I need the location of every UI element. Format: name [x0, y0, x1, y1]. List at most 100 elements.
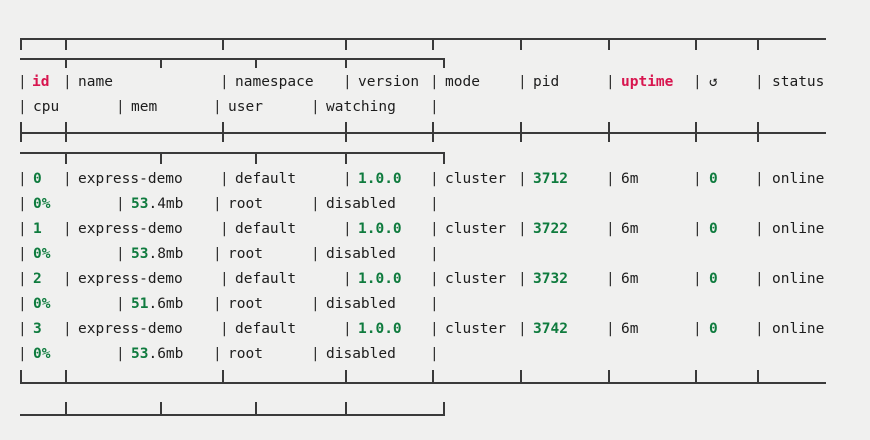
cell-name[interactable]: express-demo — [78, 171, 183, 187]
bottom-border-tick — [345, 370, 347, 382]
column-separator: | — [18, 321, 27, 337]
column-header-pid[interactable]: pid — [533, 74, 560, 90]
column-header-user[interactable]: user — [228, 99, 263, 115]
cell-mem-unit: .6mb — [148, 296, 184, 312]
cell-status[interactable]: online — [772, 321, 825, 337]
top-border-tick — [222, 38, 224, 50]
cell-mem[interactable]: 53.4mb — [131, 193, 183, 215]
column-header-mode[interactable]: mode — [445, 74, 480, 90]
divider-tick — [695, 122, 697, 142]
cell-mode[interactable]: cluster — [445, 171, 507, 187]
cell-version[interactable]: 1.0.0 — [358, 171, 402, 187]
cell-namespace[interactable]: default — [235, 321, 297, 337]
cell-watching[interactable]: disabled — [326, 346, 396, 362]
cell-status[interactable]: online — [772, 271, 825, 287]
column-separator: | — [606, 271, 615, 287]
cell-version[interactable]: 1.0.0 — [358, 321, 402, 337]
cell-name[interactable]: express-demo — [78, 221, 183, 237]
cell-name[interactable]: express-demo — [78, 271, 183, 287]
cell-user[interactable]: root — [228, 196, 263, 212]
table-bottom-border-primary — [20, 382, 826, 384]
cell-cpu[interactable]: 0% — [33, 246, 51, 262]
top-border-tick — [432, 38, 434, 50]
divider-tick-secondary — [65, 152, 67, 164]
cell-namespace[interactable]: default — [235, 271, 297, 287]
cell-namespace[interactable]: default — [235, 221, 297, 237]
cell-restarts[interactable]: 0 — [709, 171, 718, 187]
cell-pid[interactable]: 3712 — [533, 171, 568, 187]
column-separator: | — [220, 171, 229, 187]
cell-id[interactable]: 3 — [33, 321, 42, 337]
bottom-border-tick-secondary — [345, 402, 347, 414]
cell-watching[interactable]: disabled — [326, 296, 396, 312]
cell-user[interactable]: root — [228, 246, 263, 262]
cell-pid[interactable]: 3742 — [533, 321, 568, 337]
cell-mem-value: 53 — [131, 346, 149, 362]
column-header-mem[interactable]: mem — [131, 99, 158, 115]
cell-mem[interactable]: 53.8mb — [131, 243, 183, 265]
cell-name[interactable]: express-demo — [78, 321, 183, 337]
cell-watching[interactable]: disabled — [326, 196, 396, 212]
cell-id[interactable]: 1 — [33, 221, 42, 237]
cell-status[interactable]: online — [772, 171, 825, 187]
column-header-namespace[interactable]: namespace — [235, 74, 314, 90]
column-header-uptime[interactable]: uptime — [621, 74, 674, 90]
cell-mem-value: 53 — [131, 246, 149, 262]
cell-version[interactable]: 1.0.0 — [358, 221, 402, 237]
column-separator: | — [430, 74, 439, 90]
column-header-status[interactable]: status — [772, 74, 825, 90]
cell-uptime[interactable]: 6m — [621, 171, 639, 187]
cell-namespace[interactable]: default — [235, 171, 297, 187]
cell-uptime[interactable]: 6m — [621, 221, 639, 237]
column-separator: | — [213, 296, 222, 312]
column-header-watching[interactable]: watching — [326, 99, 396, 115]
column-separator: | — [606, 171, 615, 187]
cell-cpu[interactable]: 0% — [33, 346, 51, 362]
cell-pid[interactable]: 3722 — [533, 221, 568, 237]
column-header-name[interactable]: name — [78, 74, 113, 90]
cell-restarts[interactable]: 0 — [709, 271, 718, 287]
cell-mode[interactable]: cluster — [445, 271, 507, 287]
cell-version[interactable]: 1.0.0 — [358, 271, 402, 287]
header-body-divider-secondary — [20, 152, 445, 154]
column-separator: | — [755, 171, 764, 187]
column-separator: | — [311, 99, 320, 115]
cell-uptime[interactable]: 6m — [621, 321, 639, 337]
restart-icon: ↺ — [709, 74, 718, 90]
cell-uptime[interactable]: 6m — [621, 271, 639, 287]
column-separator: | — [18, 271, 27, 287]
cell-user[interactable]: root — [228, 296, 263, 312]
cell-user[interactable]: root — [228, 346, 263, 362]
cell-mode[interactable]: cluster — [445, 221, 507, 237]
cell-mode[interactable]: cluster — [445, 321, 507, 337]
column-header-cpu[interactable]: cpu — [33, 99, 60, 115]
cell-mem[interactable]: 51.6mb — [131, 293, 183, 315]
column-separator: | — [116, 246, 125, 262]
cell-restarts[interactable]: 0 — [709, 221, 718, 237]
column-separator: | — [343, 221, 352, 237]
cell-watching[interactable]: disabled — [326, 246, 396, 262]
column-separator: | — [518, 271, 527, 287]
column-separator: | — [18, 74, 27, 90]
cell-cpu[interactable]: 0% — [33, 196, 51, 212]
cell-cpu[interactable]: 0% — [33, 296, 51, 312]
column-header-version[interactable]: version — [358, 74, 420, 90]
column-separator: | — [518, 74, 527, 90]
cell-id[interactable]: 0 — [33, 171, 42, 187]
cell-mem[interactable]: 53.6mb — [131, 343, 183, 365]
bottom-border-tick — [20, 370, 22, 382]
top-border-tick — [65, 38, 67, 50]
cell-id[interactable]: 2 — [33, 271, 42, 287]
column-header-id[interactable]: id — [32, 74, 50, 90]
cell-pid[interactable]: 3732 — [533, 271, 568, 287]
cell-restarts[interactable]: 0 — [709, 321, 718, 337]
cell-status[interactable]: online — [772, 221, 825, 237]
